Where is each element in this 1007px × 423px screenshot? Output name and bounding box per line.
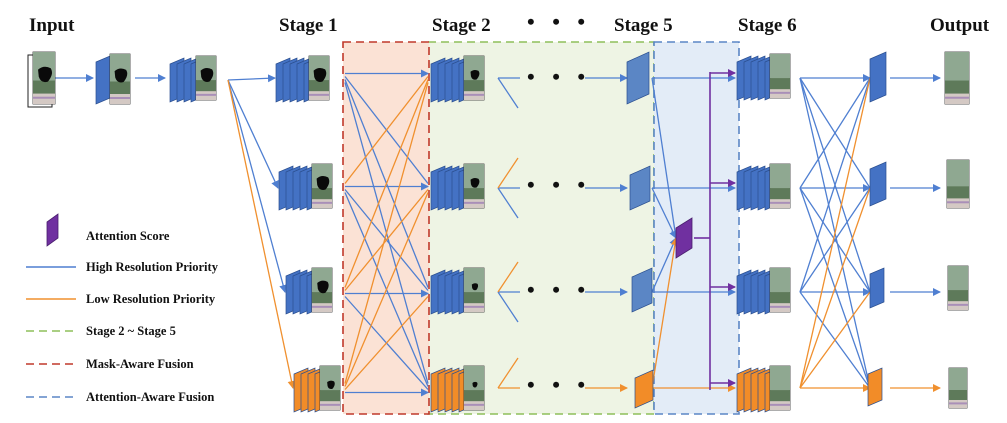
legend-stage-range: Stage 2 ~ Stage 5 xyxy=(86,324,176,338)
to-stage1-row1 xyxy=(227,74,276,83)
stage5-row3-slab xyxy=(631,267,653,313)
input-label: Input xyxy=(29,15,75,36)
stage6-to-head xyxy=(799,77,871,189)
row4-ellipsis: • • • xyxy=(527,372,591,397)
head-row2 xyxy=(869,161,887,207)
encoder-image xyxy=(109,53,131,105)
stage5-to-attention xyxy=(651,237,677,293)
initial-features-image xyxy=(195,55,217,101)
row2-ellipsis: • • • xyxy=(527,172,591,197)
stage6-row4-image xyxy=(769,365,791,411)
stage2-out-diag xyxy=(497,291,519,323)
stage2-row3-image xyxy=(463,267,485,313)
input-image xyxy=(32,51,56,105)
output-label: Output xyxy=(930,15,990,36)
row3-ellipsis: • • • xyxy=(527,277,591,302)
output-row4 xyxy=(948,367,968,409)
stage2-row4-image xyxy=(463,365,485,411)
attention-aware-fusion-region xyxy=(653,41,740,415)
legend-low-res: Low Resolution Priority xyxy=(86,292,216,306)
stage6-label: Stage 6 xyxy=(738,15,797,36)
stage5-to-attention xyxy=(651,77,679,239)
stage1-to-stage2 xyxy=(344,189,429,291)
stage6-row2-image xyxy=(769,163,791,209)
stage2-out-diag xyxy=(497,157,519,189)
stage1-row4-image xyxy=(319,365,341,411)
stage2-out-diag xyxy=(497,187,519,219)
legend-mask-fusion: Mask-Aware Fusion xyxy=(86,357,194,371)
stage5-label: Stage 5 xyxy=(614,15,673,36)
stage-ellipsis: • • • xyxy=(527,9,591,34)
stage1-to-stage2 xyxy=(344,76,429,184)
output-row3 xyxy=(947,265,969,311)
to-stage1-row3 xyxy=(227,79,288,293)
stage1-row2-image xyxy=(311,163,333,209)
stage6-to-head xyxy=(799,187,871,389)
head-row4 xyxy=(867,367,883,407)
stage1-row1-image xyxy=(308,55,330,101)
stage1-to-stage2 xyxy=(344,296,429,390)
head-row1 xyxy=(869,51,887,103)
stage6-row3-image xyxy=(769,267,791,313)
output-row2 xyxy=(946,159,970,209)
legend: Attention Score High Resolution Priority… xyxy=(26,213,219,404)
output-row1 xyxy=(944,51,970,105)
stage2-out-diag xyxy=(497,77,519,109)
stage6-to-head xyxy=(799,77,871,389)
stage2-row2-image xyxy=(463,163,485,209)
stage1-row3-image xyxy=(311,267,333,313)
stage1-to-stage2 xyxy=(344,82,429,384)
stage2-5-region xyxy=(427,41,655,415)
row1-ellipsis: • • • xyxy=(527,64,591,89)
to-stage1-row2 xyxy=(227,79,279,189)
stage6-to-head xyxy=(799,187,871,293)
attention-score-block xyxy=(675,217,693,259)
legend-high-res: High Resolution Priority xyxy=(86,260,219,274)
stage5-to-attention xyxy=(651,237,679,389)
head-row3 xyxy=(869,267,885,309)
stage6-to-head xyxy=(799,291,871,389)
stage1-label: Stage 1 xyxy=(279,15,338,36)
stage2-row1-image xyxy=(463,55,485,101)
stage6-to-head xyxy=(799,77,871,293)
mask-aware-fusion-region xyxy=(342,41,430,415)
legend-attention-score: Attention Score xyxy=(86,229,170,243)
stage5-row4-slab xyxy=(634,369,654,409)
stage5-row2-slab xyxy=(629,165,651,211)
stage2-out-diag xyxy=(497,261,519,293)
stage1-to-stage2 xyxy=(344,79,429,288)
stage5-to-attention xyxy=(651,187,677,239)
attention-score-swatch xyxy=(46,213,59,247)
legend-attention-fusion: Attention-Aware Fusion xyxy=(86,390,214,404)
stage1-to-stage2 xyxy=(344,192,429,387)
stage2-out-diag xyxy=(497,357,519,389)
stage2-label: Stage 2 xyxy=(432,15,491,36)
stage6-row1-image xyxy=(769,53,791,99)
encoder-slab xyxy=(95,55,111,105)
stage5-row1-slab xyxy=(626,51,650,105)
to-stage1-row4 xyxy=(227,79,296,389)
